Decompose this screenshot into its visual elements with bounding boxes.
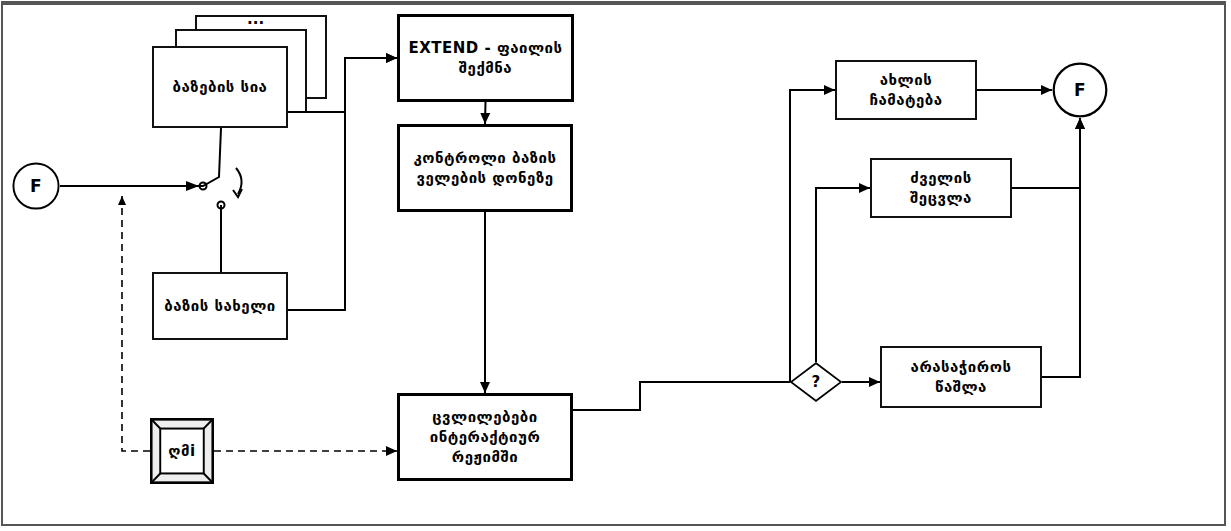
database-list-box: ბაზების სია: [152, 46, 288, 128]
flow-arrow: [288, 58, 397, 112]
action-box: არასაჭიროს წაშლა: [880, 346, 1042, 408]
node-text: ძველის შეცვლა: [872, 168, 1010, 209]
dashed-control-line: [122, 196, 150, 451]
connector-circle: F: [12, 162, 60, 210]
action-box: ძველის შეცვლა: [870, 158, 1012, 218]
node-text: ახლის ჩამატება: [837, 70, 975, 111]
node-text: F: [1074, 79, 1086, 102]
node-text: არასაჭიროს წაშლა: [882, 357, 1040, 398]
node-text: ბაზების სია: [167, 77, 274, 97]
ellipsis-mark: ...: [247, 12, 264, 26]
flow-arrow: [573, 382, 790, 410]
dashed-arrow: [214, 450, 397, 452]
connector-circle: F: [1052, 62, 1108, 118]
flow-arrow: [60, 186, 221, 272]
flow-arrow: [790, 90, 835, 382]
node-text: ?: [811, 372, 820, 392]
process-box: ცვლილებები ინტერაქტიურ რეჟიმში: [397, 393, 573, 481]
decision-diamond: ?: [790, 362, 842, 402]
action-box: ახლის ჩამატება: [835, 60, 977, 120]
flow-arrow: [816, 188, 870, 362]
node-text: ბაზის სახელი: [158, 296, 281, 316]
node-text: კონტროლი ბაზის ველების დონეზე: [400, 148, 570, 189]
flow-arrow: [1012, 118, 1080, 188]
node-text: ღმi: [168, 441, 195, 461]
process-box: კონტროლი ბაზის ველების დონეზე: [397, 124, 573, 212]
flow-arrow: [484, 212, 486, 393]
process-box: EXTEND - ფაილის შექმნა: [397, 14, 574, 102]
switch-symbol: [186, 168, 242, 209]
flow-arrow: [1042, 118, 1080, 377]
node-text: ცვლილებები ინტერაქტიურ რეჟიმში: [400, 407, 570, 468]
flow-arrow: [60, 128, 221, 186]
node-text: F: [30, 175, 42, 198]
flow-arrow: [484, 102, 487, 124]
flow-arrow: [977, 89, 1052, 91]
keyboard-key: ღმi: [150, 418, 214, 484]
flow-arrow: [288, 58, 397, 310]
database-name-box: ბაზის სახელი: [152, 272, 288, 340]
node-text: EXTEND - ფაილის შექმნა: [400, 38, 571, 79]
flow-arrow: [842, 381, 880, 383]
